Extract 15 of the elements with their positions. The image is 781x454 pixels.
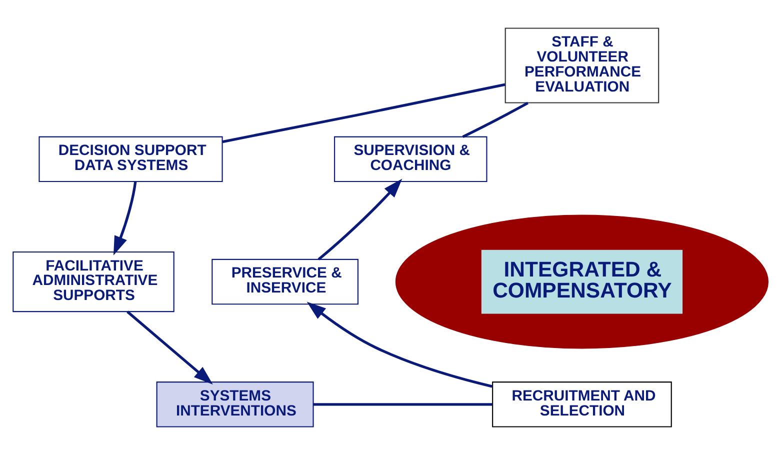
node-box: STAFF & VOLUNTEER PERFORMANCE EVALUATION <box>504 27 660 103</box>
node-box: SYSTEMS INTERVENTIONS <box>156 381 314 427</box>
arrow <box>126 310 213 384</box>
node-box: FACILITATIVE ADMINISTRATIVE SUPPORTS <box>12 250 174 312</box>
node-ellipse: INTEGRATED & COMPENSATORY <box>395 214 769 348</box>
arrow <box>306 301 492 388</box>
connector <box>222 82 506 143</box>
node-box: RECRUITMENT AND SELECTION <box>492 381 672 427</box>
node-box: SUPERVISION & COACHING <box>334 136 488 182</box>
connector <box>313 402 492 406</box>
arrow <box>318 178 402 260</box>
arrow <box>113 181 137 255</box>
connector <box>462 101 528 138</box>
node-box: PRESERVICE & INSERVICE <box>212 258 358 304</box>
node-box: DECISION SUPPORT DATA SYSTEMS <box>38 136 223 182</box>
